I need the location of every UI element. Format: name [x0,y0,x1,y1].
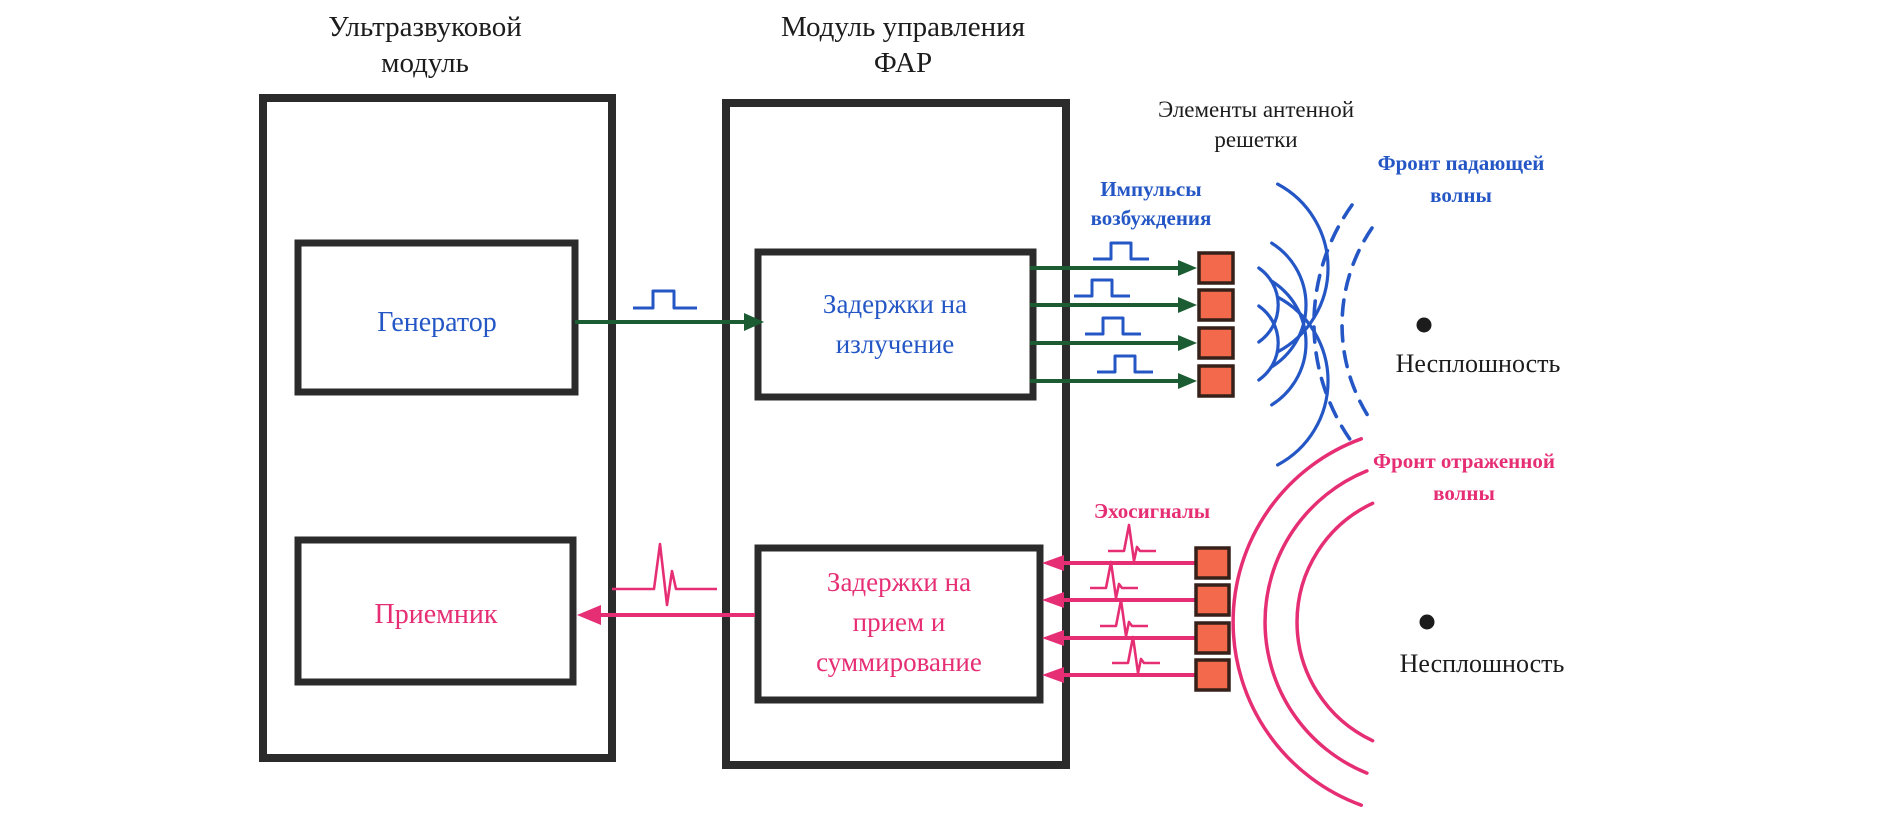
incident-wavefront-label-line2: волны [1430,183,1492,207]
receive-delays-label-line2: прием и [853,607,946,637]
antenna-element-6 [1194,583,1231,617]
receive-arrowhead-4 [1042,667,1064,683]
echo-signals-label: Эхосигналы [1094,499,1210,523]
delays-to-receiver-arrowhead [577,605,601,625]
generator-label: Генератор [377,307,496,338]
trigger-pulse-symbol [633,289,697,310]
emitted-wavelet-arcs [1257,182,1330,467]
antenna-array-label-line2: решетки [1214,127,1297,152]
antenna-element-8 [1194,658,1231,692]
summed-echo-signal-symbol [612,542,717,607]
control-module-title-line2: ФАР [874,47,932,79]
ultrasonic-module-title-line2: модуль [381,47,469,79]
echo-signal-symbol-2 [1090,560,1138,600]
transmit-delays-label-line2: излучение [836,329,955,359]
excitation-pulse-symbol-1 [1093,241,1149,261]
excitation-pulse-symbol-2 [1074,278,1130,298]
wavelet-arc-element-4 [1276,295,1330,467]
ultrasonic-module-box [259,94,616,762]
reflected-wavefront-arc-2 [1263,469,1369,775]
transmit-channel-lines [1030,260,1197,389]
reflected-wavefront-arc-1 [1295,501,1375,743]
wavelet-arc-small-1 [1257,266,1280,344]
reflected-wavefront-arcs [1231,437,1375,807]
wavelet-arc-element-3 [1270,279,1308,407]
antenna-element-2 [1197,288,1235,322]
excitation-pulse-symbol-4 [1097,354,1153,374]
receive-arrowhead-2 [1042,592,1064,608]
reflected-wavefront-label-line1: Фронт отраженной [1373,449,1555,473]
antenna-element-3 [1197,326,1235,360]
incident-wavefront-arc-inner [1340,226,1374,424]
transmit-arrowhead-2 [1178,297,1197,313]
antenna-element-4 [1197,364,1235,398]
echo-signal-symbol-4 [1112,635,1160,675]
receive-delays-label-line1: Задержки на [827,567,971,597]
receive-delays-box [754,544,1044,704]
receive-arrowhead-3 [1042,630,1064,646]
echo-signal-symbol-3 [1100,598,1148,638]
flaw-dot-bottom [1419,614,1435,630]
echo-signal-symbols [1090,523,1160,675]
ultrasonic-module-title-line1: Ультразвуковой [328,11,522,43]
antenna-elements-receive [1194,546,1231,692]
transmit-delays-box [754,248,1037,401]
control-module-title-line1: Модуль управления [781,11,1025,43]
generator-box [294,239,579,396]
transmit-arrowhead-4 [1178,373,1197,389]
receive-channel-lines [1042,555,1196,683]
wavelet-arc-small-2 [1257,304,1280,382]
receive-arrowhead-1 [1042,555,1064,571]
receiver-box [294,536,577,686]
antenna-element-7 [1194,621,1231,655]
antenna-array-label-line1: Элементы антенной [1158,97,1354,122]
antenna-element-1 [1197,251,1235,285]
flaw-dot-top [1416,317,1432,333]
antenna-elements-transmit [1197,251,1235,398]
excitation-pulses-label-line2: возбуждения [1091,206,1212,230]
transmit-delays-label-line1: Задержки на [823,289,967,319]
generator-to-delays-arrowhead [744,313,764,331]
incident-wavefront-arc-outer [1312,203,1356,447]
antenna-element-5 [1194,546,1231,580]
echo-signal-symbol-1 [1108,523,1156,563]
receiver-label: Приемник [375,599,498,630]
flaw-label-top: Несплошность [1396,349,1561,378]
control-module-box [722,99,1070,769]
excitation-pulse-symbol-3 [1085,316,1141,336]
receive-delays-label-line3: суммирование [816,647,982,677]
reflected-wavefront-arc-3 [1231,437,1364,807]
wavelet-arc-element-2 [1270,241,1308,369]
excitation-pulse-symbols [1074,241,1153,374]
transmit-arrowhead-3 [1178,335,1197,351]
flaw-label-bottom: Несплошность [1400,649,1565,678]
reflected-wavefront-label-line2: волны [1433,481,1495,505]
incident-wavefront-label-line1: Фронт падающей [1378,151,1545,175]
excitation-pulses-label-line1: Импульсы [1100,177,1201,201]
transmit-arrowhead-1 [1178,260,1197,276]
